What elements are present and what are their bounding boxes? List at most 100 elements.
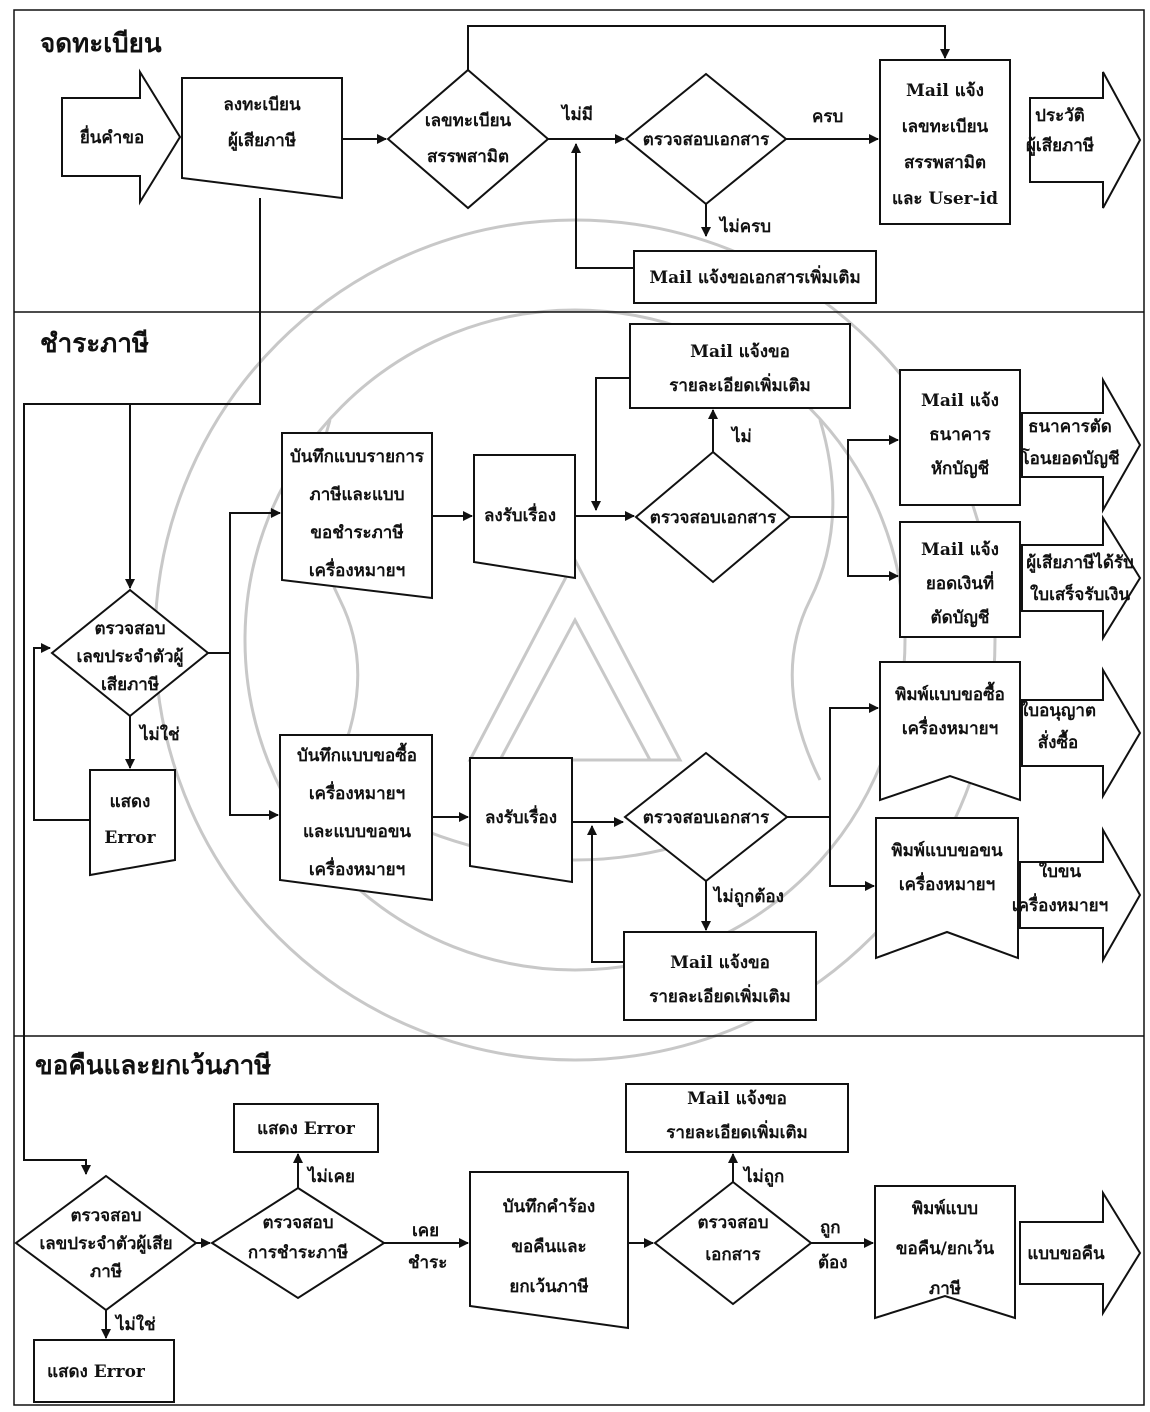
taxpayer-history-arrow-shape [1029,71,1142,209]
node-label-bank-transfer: โอนยอดบัญชี [1020,448,1120,469]
node-label-record-purchase-form: เครื่องหมายฯ [309,857,405,880]
mail-reg-no-shape [879,59,1011,225]
node-label-mail-bank: หักบัญชี [931,458,990,479]
edge-label-incorrect: ไม่ถูกต้อง [712,886,784,908]
node-label-check-tax-paid: ตรวจสอบ [262,1213,333,1233]
node-label-print-refund-form: พิมพ์แบบ [912,1198,978,1219]
edge-label-paid-1: เคย [412,1221,439,1241]
check-tax-paid-shape [210,1186,386,1300]
node-label-record-tax-form: บันทึกแบบรายการ [290,447,425,467]
edge-label-not-yes: ไม่ใช่ [138,724,180,745]
submit-request-arrow-shape [61,68,182,206]
connectors [23,25,950,1339]
node-label-mail-reg-no: และ User-id [892,189,998,209]
node-label-register-taxpayer: ลงทะเบียน [223,94,301,115]
node-label-mail-more-docs: Mail แจ้งขอเอกสารเพิ่มเติม [649,265,860,288]
edge-label-not: ไม่ [730,426,752,447]
node-label-print-purchase-form: พิมพ์แบบขอซื้อ [895,681,1005,705]
node-label-mail-more-detail-3: Mail แจ้งขอ [687,1089,787,1109]
node-label-record-refund: ขอคืนและ [511,1236,586,1257]
node-label-mail-reg-no: เลขทะเบียน [902,116,989,137]
node-label-print-refund-form: ขอคืน/ยกเว้น [896,1238,995,1259]
receive-case-1-shape [473,454,576,580]
mail-more-detail-1-shape [629,323,851,409]
transport-permit-arrow-shape [1019,826,1142,964]
node-label-mail-bank: Mail แจ้ง [921,391,999,411]
node-label-transport-permit: เครื่องหมายฯ [1012,893,1108,916]
lane-title-tax-payment: ชำระภาษี [40,329,149,359]
lane-title-registration: จดทะเบียน [40,29,162,59]
mail-more-docs-shape [633,250,877,304]
print-transport-form-shape [875,817,1019,960]
edge-label-wrong: ไม่ถูก [742,1166,784,1188]
node-label-show-error-1: Error [104,828,156,848]
node-label-mail-amount: Mail แจ้ง [921,540,999,560]
node-label-mail-more-detail-3: รายละเอียดเพิ่มเติม [666,1120,808,1143]
node-label-check-taxpayer-id-2: ตรวจสอบ [70,1206,141,1226]
node-label-receipt: ผู้เสียภาษีได้รับ [1026,552,1134,574]
record-refund-shape [469,1171,629,1330]
node-label-transport-permit: ใบขน [1039,861,1082,882]
node-label-record-purchase-form: บันทึกแบบขอซื้อ [297,742,417,766]
node-label-receive-case-2: ลงรับเรื่อง [485,805,557,828]
edge-label-complete: ครบ [812,107,843,127]
node-label-record-tax-form: ภาษีและแบบ [309,484,404,505]
node-label-excise-reg-no: สรรพสามิต [427,147,509,167]
node-label-check-docs-pay-2: ตรวจสอบเอกสาร [643,808,770,828]
lane-frames [13,9,1145,1406]
node-label-record-purchase-form: เครื่องหมายฯ [309,781,405,804]
node-label-check-taxpayer-id: เสียภาษี [101,674,159,695]
node-label-check-taxpayer-id: ตรวจสอบ [94,619,165,639]
node-label-submit-request: ยื่นคำขอ [80,125,144,148]
node-label-record-refund: บันทึกคำร้อง [503,1197,595,1217]
node-label-register-taxpayer: ผู้เสียภาษี [228,130,296,152]
bank-transfer-arrow-shape [1021,376,1142,514]
node-label-purchase-permit: สั่งซื้อ [1038,729,1078,753]
lane-title-refund-exemption: ขอคืนและยกเว้นภาษี [35,1051,271,1081]
refund-form-arrow-shape [1019,1189,1142,1317]
node-label-check-taxpayer-id: เลขประจำตัวผู้ [77,647,184,668]
node-label-receive-case-1: ลงรับเรื่อง [484,503,556,526]
record-tax-form-shape [281,432,433,600]
node-label-print-transport-form: เครื่องหมายฯ [899,872,995,895]
edge-label-incomplete: ไม่ครบ [718,216,771,237]
node-label-record-tax-form: เครื่องหมายฯ [309,558,405,581]
edge-label-not-yes-2: ไม่ใช่ [114,1314,156,1335]
node-label-bank-transfer: ธนาคารตัด [1028,417,1112,437]
node-label-print-transport-form: พิมพ์แบบขอขน [891,840,1003,861]
print-purchase-form-shape [879,661,1021,802]
node-label-show-error-1: แสดง [110,792,151,812]
node-label-record-tax-form: ขอชำระภาษี [310,522,403,543]
node-label-mail-more-detail-1: Mail แจ้งขอ [690,342,790,362]
record-purchase-form-shape [279,734,433,902]
node-label-excise-reg-no: เลขทะเบียน [425,110,512,131]
node-label-check-docs-refund: ตรวจสอบ [697,1213,768,1233]
node-label-mail-bank: ธนาคาร [929,425,991,445]
receipt-arrow-shape [1021,514,1142,642]
node-label-print-purchase-form: เครื่องหมายฯ [902,716,998,739]
show-error-1-shape [89,769,176,877]
excise-reg-no-shape [386,68,550,210]
purchase-permit-arrow-shape [1021,666,1142,800]
node-label-receipt: ใบเสร็จรับเงิน [1030,582,1130,605]
receive-case-2-shape [469,757,573,884]
node-label-mail-more-detail-1: รายละเอียดเพิ่มเติม [669,373,811,396]
print-refund-form-shape [874,1185,1016,1320]
node-label-check-docs-reg: ตรวจสอบเอกสาร [643,130,770,150]
node-label-mail-amount: ตัดบัญชี [931,607,990,628]
node-label-check-taxpayer-id-2: ภาษี [90,1261,122,1282]
mail-more-detail-3-shape [625,1083,849,1153]
node-label-purchase-permit: ใบอนุญาต [1020,700,1096,721]
mail-amount-shape [899,521,1021,638]
node-label-taxpayer-history: ประวัติ [1035,106,1085,126]
node-label-show-error-3: แสดง Error [47,1362,146,1382]
node-label-refund-form: แบบขอคืน [1027,1243,1105,1264]
register-taxpayer-shape [181,77,343,200]
node-label-taxpayer-history: ผู้เสียภาษี [1026,135,1094,157]
node-label-mail-more-detail-2: Mail แจ้งขอ [670,953,770,973]
edge-label-correct-1: ถูก [820,1218,841,1239]
check-docs-refund-shape [653,1180,813,1306]
node-label-show-error-2: แสดง Error [257,1119,356,1139]
